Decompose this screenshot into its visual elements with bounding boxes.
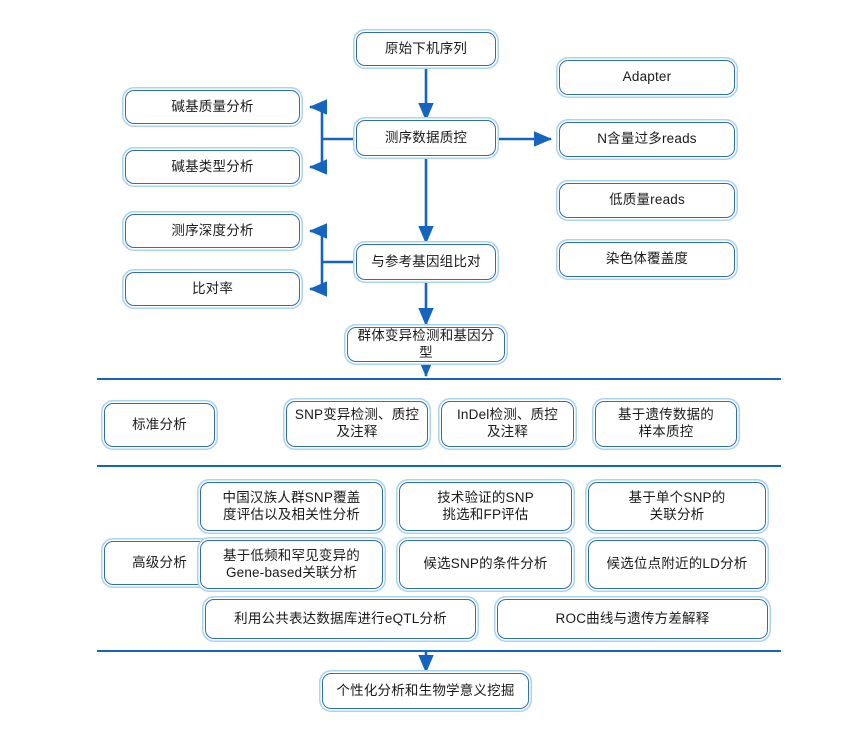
node-label: Adapter <box>622 69 672 85</box>
node-gene-based-association[interactable]: 基于低频和罕见变异的 Gene-based关联分析 <box>200 540 383 589</box>
node-raw-reads[interactable]: 原始下机序列 <box>356 32 496 66</box>
node-advanced-analysis[interactable]: 高级分析 <box>104 541 215 585</box>
node-label: 基于低频和罕见变异的 Gene-based关联分析 <box>223 547 360 580</box>
node-sequencing-qc[interactable]: 测序数据质控 <box>356 120 496 156</box>
node-standard-analysis[interactable]: 标准分析 <box>104 403 215 447</box>
node-label: 基于单个SNP的 关联分析 <box>628 489 726 522</box>
node-base-type-analysis[interactable]: 碱基类型分析 <box>125 150 300 184</box>
node-conditional-snp-analysis[interactable]: 候选SNP的条件分析 <box>399 540 572 589</box>
node-adapter[interactable]: Adapter <box>559 60 735 95</box>
node-high-n-reads[interactable]: N含量过多reads <box>559 122 735 157</box>
node-sequencing-depth[interactable]: 测序深度分析 <box>125 214 300 248</box>
node-label: 测序深度分析 <box>171 222 254 238</box>
node-label: 低质量reads <box>609 192 685 208</box>
node-label: ROC曲线与遗传方差解释 <box>555 610 710 626</box>
node-label: 群体变异检测和基因分型 <box>357 327 495 360</box>
divider-advanced-bottom <box>97 650 781 652</box>
node-label: 比对率 <box>191 280 234 296</box>
node-label: 与参考基因组比对 <box>371 253 481 269</box>
node-tech-validation-snp[interactable]: 技术验证的SNP 挑选和FP评估 <box>399 482 572 531</box>
node-label: 候选位点附近的LD分析 <box>606 556 748 572</box>
node-variant-calling-genotyping[interactable]: 群体变异检测和基因分型 <box>347 327 505 362</box>
node-alignment-rate[interactable]: 比对率 <box>125 272 300 306</box>
node-base-quality-analysis[interactable]: 碱基质量分析 <box>125 90 300 124</box>
node-label: 候选SNP的条件分析 <box>423 556 548 572</box>
node-label: 技术验证的SNP 挑选和FP评估 <box>437 489 534 522</box>
node-label: SNP变异检测、质控 及注释 <box>294 407 420 439</box>
node-label: 标准分析 <box>132 416 187 432</box>
node-label: 个性化分析和生物学意义挖掘 <box>336 682 515 698</box>
node-ld-analysis[interactable]: 候选位点附近的LD分析 <box>588 540 766 589</box>
divider-standard-bottom <box>97 465 781 467</box>
node-roc-variance[interactable]: ROC曲线与遗传方差解释 <box>497 599 768 639</box>
node-label: InDel检测、质控 及注释 <box>456 407 558 439</box>
node-label: 中国汉族人群SNP覆盖 度评估以及相关性分析 <box>222 489 361 522</box>
node-genetic-sample-qc[interactable]: 基于遗传数据的 样本质控 <box>595 401 737 447</box>
node-label: 原始下机序列 <box>384 40 468 56</box>
node-label: 基于遗传数据的 样本质控 <box>618 407 714 439</box>
node-label: 碱基类型分析 <box>171 158 254 174</box>
node-label: 测序数据质控 <box>384 129 468 145</box>
node-han-snp-coverage[interactable]: 中国汉族人群SNP覆盖 度评估以及相关性分析 <box>200 482 383 531</box>
node-indel-calling[interactable]: InDel检测、质控 及注释 <box>441 401 574 447</box>
node-personalized-analysis[interactable]: 个性化分析和生物学意义挖掘 <box>322 673 529 709</box>
node-chromosome-coverage[interactable]: 染色体覆盖度 <box>559 242 735 277</box>
node-label: 碱基质量分析 <box>171 98 254 114</box>
node-snp-calling[interactable]: SNP变异检测、质控 及注释 <box>286 401 428 447</box>
node-label: 高级分析 <box>132 554 187 570</box>
node-eqtl-analysis[interactable]: 利用公共表达数据库进行eQTL分析 <box>205 599 476 639</box>
divider-standard-top <box>97 378 781 380</box>
node-label: 染色体覆盖度 <box>605 251 689 267</box>
node-label: N含量过多reads <box>597 131 697 147</box>
node-align-reference[interactable]: 与参考基因组比对 <box>356 244 496 280</box>
node-low-quality-reads[interactable]: 低质量reads <box>559 183 735 218</box>
node-single-snp-association[interactable]: 基于单个SNP的 关联分析 <box>588 482 766 531</box>
node-label: 利用公共表达数据库进行eQTL分析 <box>234 610 447 626</box>
